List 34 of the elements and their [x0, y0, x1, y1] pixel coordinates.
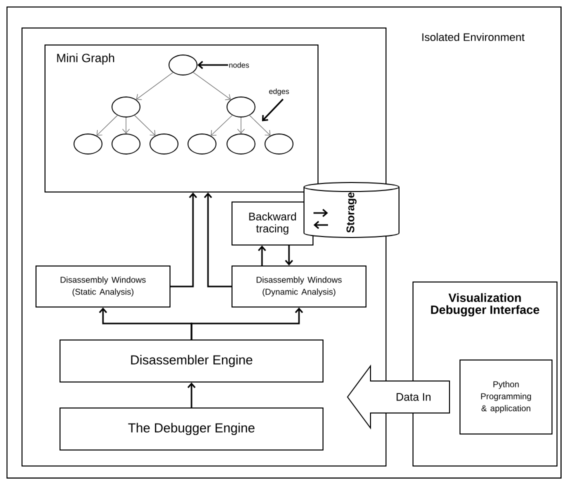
arrow: [192, 72, 231, 100]
graph-node: [112, 134, 140, 154]
arrow: [258, 246, 266, 266]
graph-node: [226, 96, 256, 118]
process-box: Backward tracing: [232, 202, 314, 246]
arrow: [187, 382, 196, 408]
leader-line: [262, 98, 284, 122]
arrow: [237, 117, 245, 134]
arrow: [170, 192, 198, 288]
process-box: Disassembler Engine: [60, 340, 324, 382]
arrow: [134, 115, 156, 136]
process-box: Python Programming & application: [460, 360, 552, 434]
arrow: [284, 246, 294, 266]
graph-node: [168, 54, 198, 76]
graph-node: [112, 96, 140, 118]
process-box: Disassembly Windows (Static Analysis): [36, 266, 170, 308]
process-box: Disassembly Windows (Dynamic Analysis): [232, 266, 366, 308]
arrow: [190, 308, 304, 340]
arrow: [204, 192, 232, 288]
graph-node: [226, 134, 256, 154]
graph-node: [188, 134, 216, 154]
leader-line: [197, 60, 228, 70]
arrow: [122, 117, 130, 134]
arrow: [96, 115, 118, 136]
arrow: [314, 208, 328, 218]
storage-cylinder: Storage: [304, 182, 400, 238]
arrow: [249, 115, 270, 136]
graph-node: [264, 134, 294, 154]
graph-node: [150, 134, 178, 154]
arrow: [210, 115, 233, 136]
arrow: [136, 72, 174, 100]
graph-node: [74, 134, 102, 154]
arrow: [314, 220, 328, 230]
process-box: The Debugger Engine: [60, 408, 324, 450]
